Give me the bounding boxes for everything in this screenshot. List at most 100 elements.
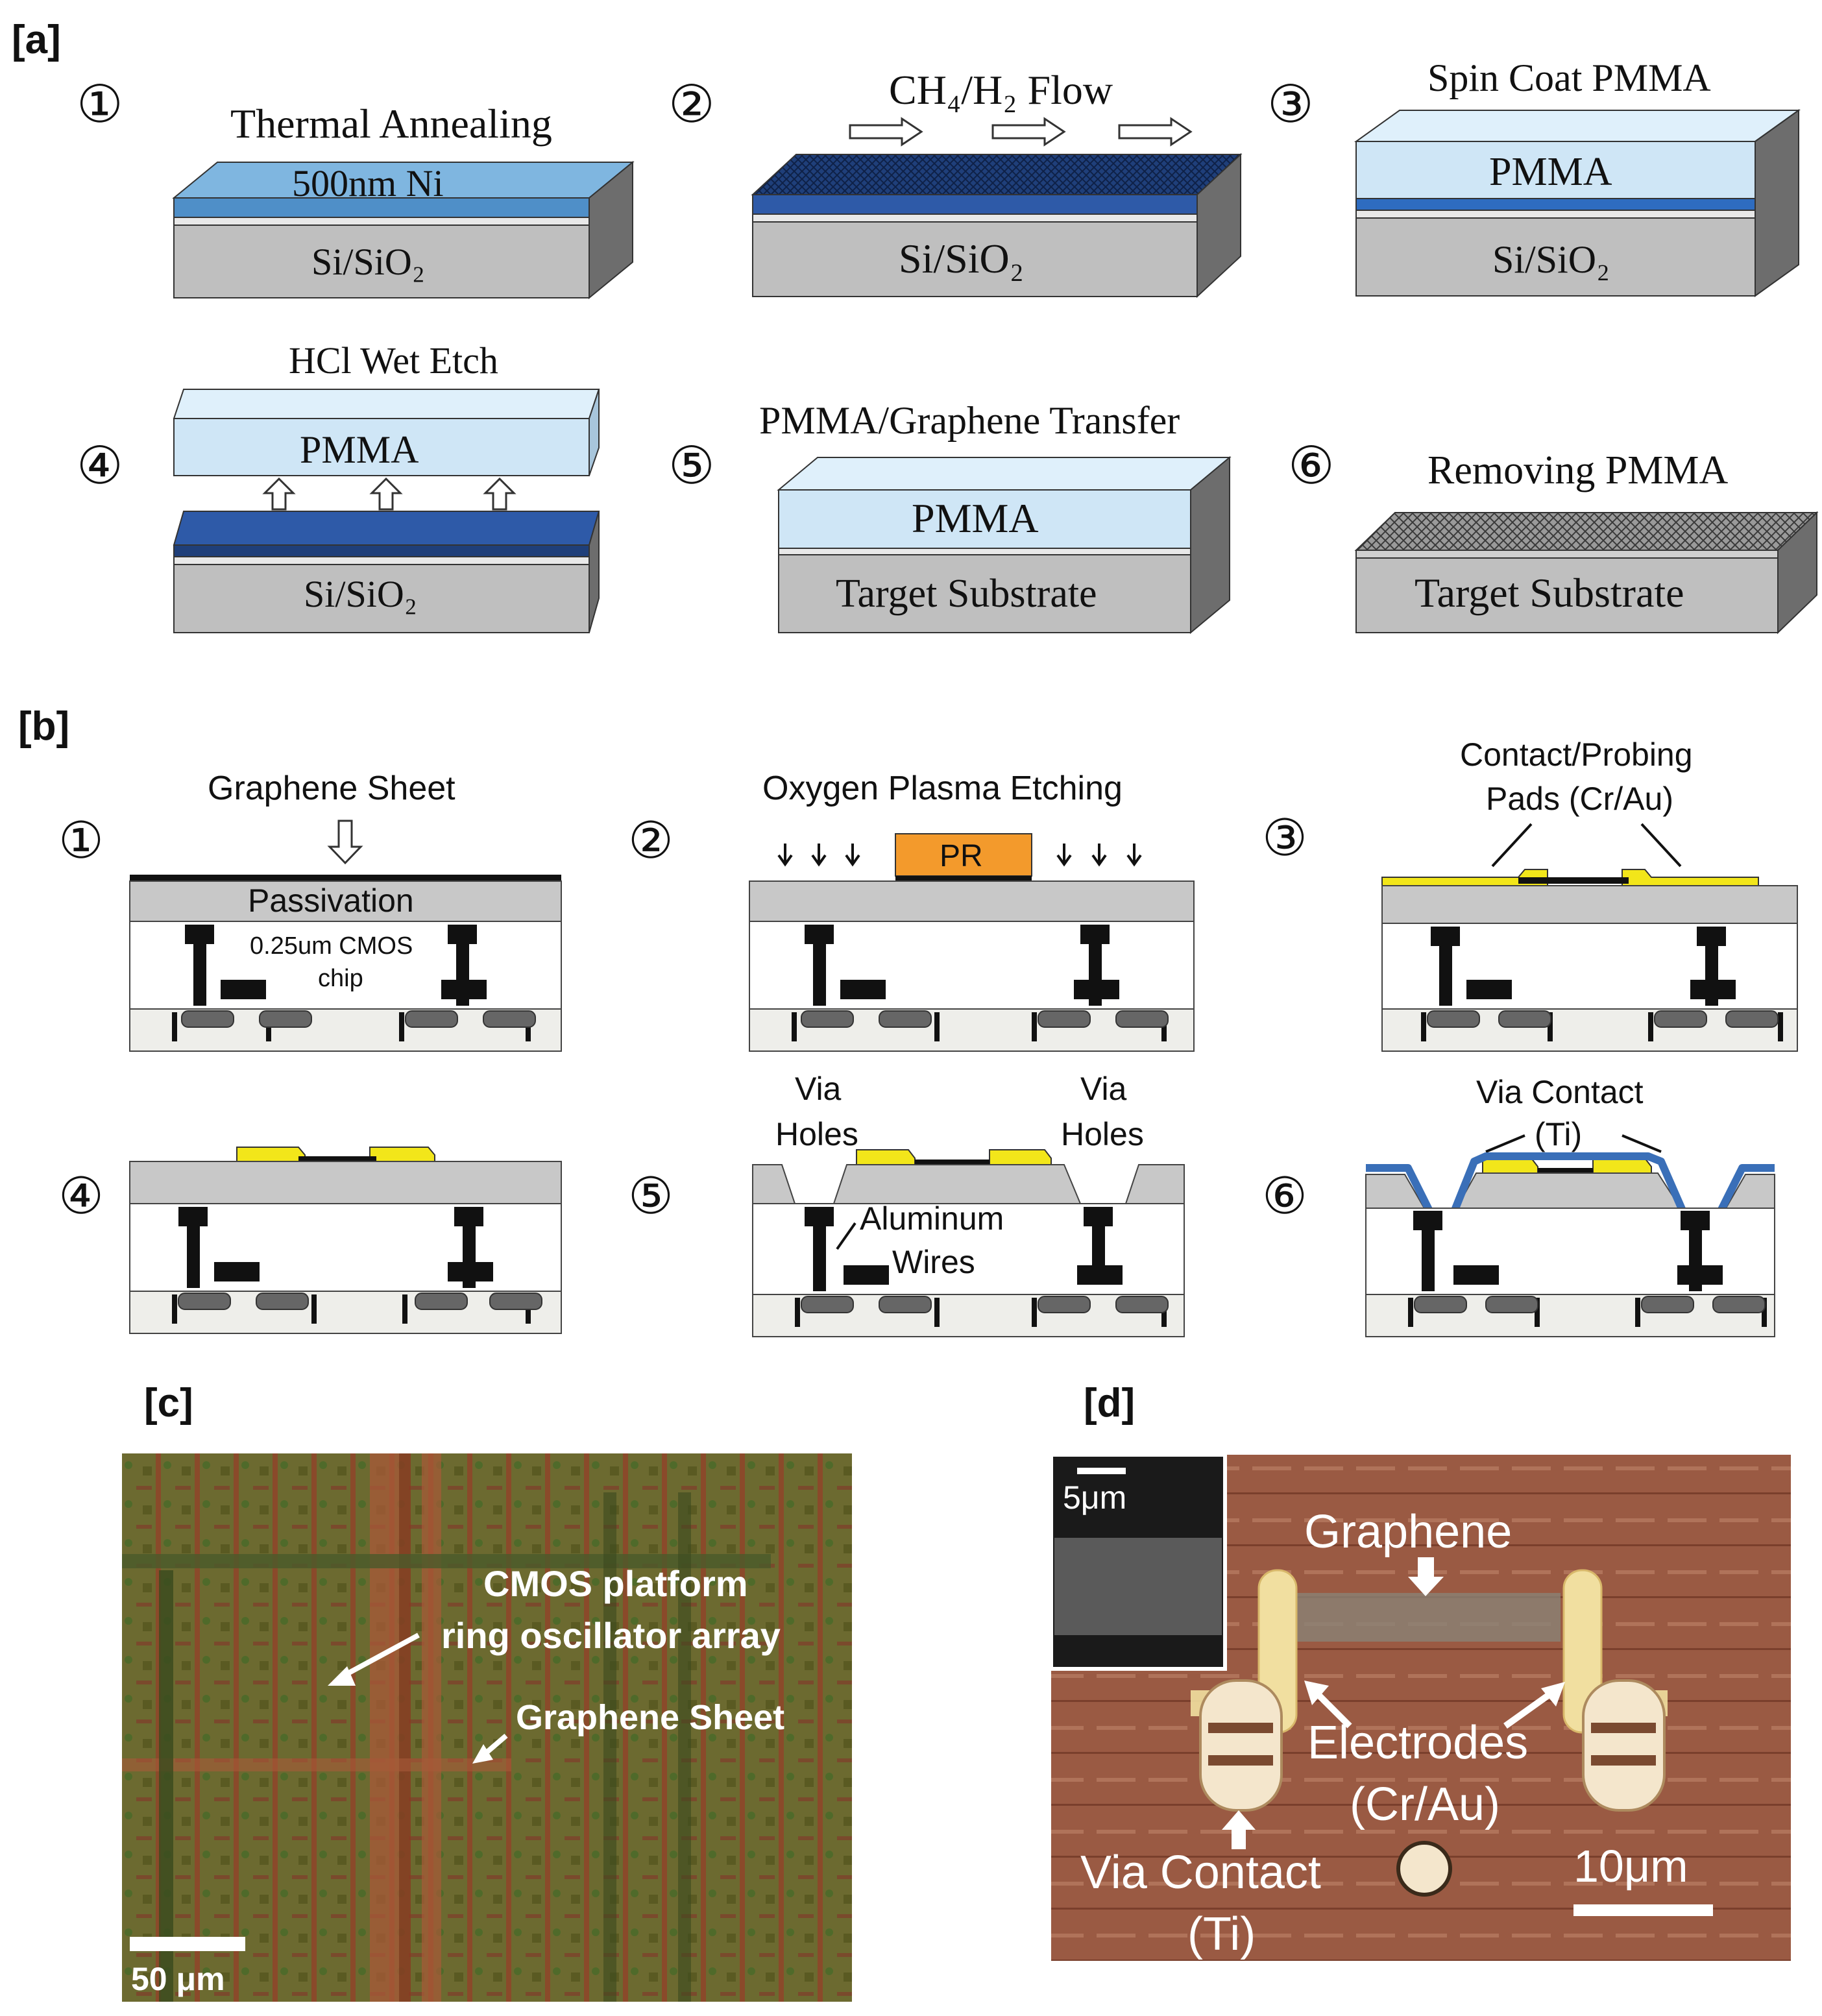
step-caption: Thermal Annealing xyxy=(230,101,552,147)
graphene-top xyxy=(1354,512,1819,551)
substrate-label: Target Substrate xyxy=(1415,570,1684,616)
panel-d-micrograph: 5μm Graphene Electrodes (Cr/Au) Via Cont… xyxy=(1049,1453,1791,1961)
red-band-2 xyxy=(122,1758,511,1771)
transistor-gates xyxy=(1427,1010,1779,1028)
scale-bar xyxy=(130,1937,245,1951)
scale-bar-label: 50 μm xyxy=(131,1961,225,1997)
step-number: ⑤ xyxy=(628,1167,674,1224)
graphene-sheet xyxy=(298,1156,376,1161)
pad-left xyxy=(1482,1158,1538,1174)
step-number: ③ xyxy=(1262,809,1307,866)
panel-b-step-1: ① Graphene Sheet Passivation 0.25um CMOS… xyxy=(58,770,562,1052)
panel-b-step-3: ③ Contact/Probing Pads (Cr/Au) xyxy=(1262,736,1798,1052)
graphene-strip xyxy=(1355,198,1756,211)
pmma-front xyxy=(173,418,590,476)
plasma-arrows xyxy=(777,844,1142,867)
electrode-arrow-left-head xyxy=(1304,1681,1329,1705)
graphene-label: Graphene xyxy=(1304,1506,1512,1558)
scale-bar-label: 10μm xyxy=(1573,1841,1688,1891)
layer-label: PMMA xyxy=(300,428,419,471)
panel-b-step-2: ② Oxygen Plasma Etching PR xyxy=(628,770,1195,1052)
pad-leader-right xyxy=(1640,823,1682,868)
chip-label-2: chip xyxy=(318,965,363,992)
pad-right xyxy=(369,1147,435,1162)
ti-leader-right xyxy=(1622,1134,1662,1153)
passivation xyxy=(129,1161,562,1204)
panel-b-step-4: ④ xyxy=(58,1147,562,1334)
layer-label: 500nm Ni xyxy=(292,162,444,204)
substrate-block xyxy=(1355,557,1779,633)
pmma-top xyxy=(1354,110,1801,142)
passivation-right xyxy=(1124,1164,1185,1204)
substrate-label: Si/SiO₂ xyxy=(1492,238,1610,281)
via-right-2: Holes xyxy=(1061,1116,1144,1152)
graphene-strip xyxy=(778,548,1191,555)
panel-a-step-4: ④ HCl Wet Etch PMMA Si/SiO₂ xyxy=(77,339,600,633)
panel-b-label: [b] xyxy=(18,704,69,749)
via-contact-dot xyxy=(1396,1841,1452,1897)
step-caption: CH₄/H₂ Flow xyxy=(889,67,1113,113)
arrow-graphene-head xyxy=(472,1744,493,1764)
panel-a-step-6: ⑥ Removing PMMA Target Substrate xyxy=(1288,437,1819,635)
micrograph-bg xyxy=(122,1453,852,2002)
oxide-layer xyxy=(1355,210,1756,219)
interconnects xyxy=(172,1207,531,1324)
red-column-3 xyxy=(422,1453,441,2002)
dark-column xyxy=(159,1570,173,2002)
flow-arrows xyxy=(849,117,1193,147)
inset-sem: 5μm xyxy=(1049,1453,1227,1671)
graphene-strip xyxy=(1288,1593,1561,1642)
down-arrow xyxy=(327,820,363,865)
panel-b-step-6: ⑥ Via Contact (Ti) xyxy=(1262,1074,1775,1337)
substrate-side xyxy=(1196,152,1241,298)
pad-left xyxy=(856,1149,916,1165)
passivation-label: Passivation xyxy=(248,882,414,919)
step-caption-1: Via Contact xyxy=(1476,1074,1644,1110)
substrate-block xyxy=(173,225,590,298)
graphene-arrow xyxy=(1408,1557,1444,1596)
layer-label: PMMA xyxy=(1489,150,1612,194)
passivation-center xyxy=(1455,1172,1682,1209)
transistor-gates xyxy=(801,1296,1169,1313)
substrate-label: Si/SiO₂ xyxy=(311,241,425,283)
graphene-sheet-label: Graphene Sheet xyxy=(516,1698,784,1737)
via-label-2: (Ti) xyxy=(1187,1908,1256,1960)
oxide-layer xyxy=(173,217,590,226)
transistor-gates xyxy=(178,1293,542,1310)
passivation xyxy=(1381,885,1798,924)
step-number: ⑥ xyxy=(1262,1167,1307,1224)
interconnects xyxy=(1421,927,1783,1041)
panel-a-label: [a] xyxy=(12,18,61,62)
substrate-label: Si/SiO₂ xyxy=(304,573,417,615)
cmos-label-2: ring oscillator array xyxy=(441,1615,781,1656)
step-number: ④ xyxy=(58,1167,104,1224)
pmma-top xyxy=(173,389,600,419)
passivation-center xyxy=(832,1164,1082,1204)
pr-label: PR xyxy=(940,839,983,873)
oxide-layer xyxy=(752,213,1198,223)
panel-b-step-5: ⑤ Via Holes Via Holes Aluminum Wires xyxy=(628,1071,1185,1337)
step-caption: Removing PMMA xyxy=(1427,448,1729,492)
electrode-arrow-left xyxy=(1315,1691,1352,1729)
electrode-arrow-right xyxy=(1503,1690,1553,1729)
via-right-1: Via xyxy=(1080,1071,1127,1107)
step-number: ② xyxy=(668,75,715,133)
graphene-sheet xyxy=(1518,877,1629,884)
substrate-block xyxy=(173,564,590,633)
step-caption: PMMA/Graphene Transfer xyxy=(759,399,1180,442)
panel-a-step-5: ⑤ PMMA/Graphene Transfer PMMA Target Sub… xyxy=(668,399,1232,635)
substrate-side xyxy=(589,511,600,633)
pmma-top xyxy=(777,457,1232,491)
cmos-label-1: CMOS platform xyxy=(483,1563,748,1604)
step-number: ④ xyxy=(77,437,123,494)
lift-arrows xyxy=(262,477,516,511)
graphene-sheet xyxy=(915,1160,990,1165)
panel-a-step-3: ③ Spin Coat PMMA PMMA Si/SiO₂ xyxy=(1267,56,1801,297)
step-number: ⑥ xyxy=(1288,437,1335,494)
panel-a-step-2: ② CH₄/H₂ Flow Si/SiO₂ xyxy=(668,67,1243,298)
step-number: ① xyxy=(58,812,104,869)
graphene-front xyxy=(752,194,1198,215)
transistor-gates xyxy=(181,1010,536,1028)
graphene-sheet xyxy=(1538,1168,1593,1173)
interconnects xyxy=(795,1207,1167,1327)
